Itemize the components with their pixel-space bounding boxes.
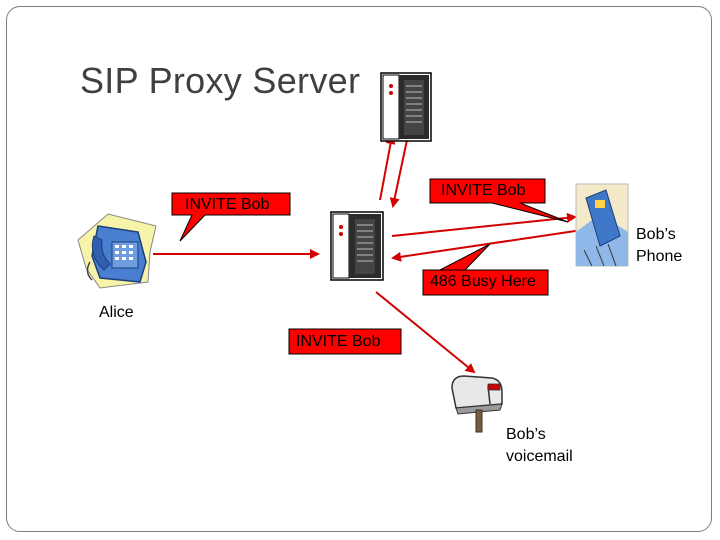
voicemail-label-line2: voicemail bbox=[506, 448, 573, 465]
message-invite-alice: INVITE Bob bbox=[185, 196, 270, 213]
arrow-proxy-to-bob-phone bbox=[391, 212, 577, 237]
callout-invite-proxy bbox=[429, 178, 569, 223]
alice-phone-icon bbox=[77, 213, 157, 289]
arrows bbox=[153, 134, 583, 374]
callout-invite-voicemail bbox=[288, 328, 402, 355]
voicemail-label: Bob’s voicemail bbox=[506, 424, 573, 468]
callout-invite-alice bbox=[171, 192, 291, 242]
arrow-bob-phone-to-proxy bbox=[391, 229, 583, 262]
message-486-busy: 486 Busy Here bbox=[430, 273, 536, 290]
arrow-proxy-to-upper-server bbox=[379, 134, 396, 201]
bob-phone-label: Bob’s Phone bbox=[636, 224, 682, 268]
bob-phone-icon bbox=[575, 183, 629, 267]
upper-server-icon bbox=[380, 72, 432, 142]
bob-phone-label-line2: Phone bbox=[636, 248, 683, 265]
arrow-upper-server-to-proxy bbox=[389, 139, 408, 208]
voicemail-mailbox-icon bbox=[451, 375, 503, 433]
message-invite-voicemail: INVITE Bob bbox=[296, 333, 381, 350]
message-invite-proxy-to-phone: INVITE Bob bbox=[441, 182, 526, 199]
callout-busy bbox=[422, 243, 549, 296]
slide-frame bbox=[6, 6, 712, 532]
arrow-proxy-to-voicemail bbox=[375, 291, 476, 374]
proxy-server-icon bbox=[330, 211, 384, 281]
page-title: SIP Proxy Server bbox=[80, 60, 361, 101]
alice-label: Alice bbox=[99, 304, 134, 321]
bob-phone-label-line1: Bob’s bbox=[636, 226, 676, 243]
voicemail-label-line1: Bob’s bbox=[506, 426, 546, 443]
